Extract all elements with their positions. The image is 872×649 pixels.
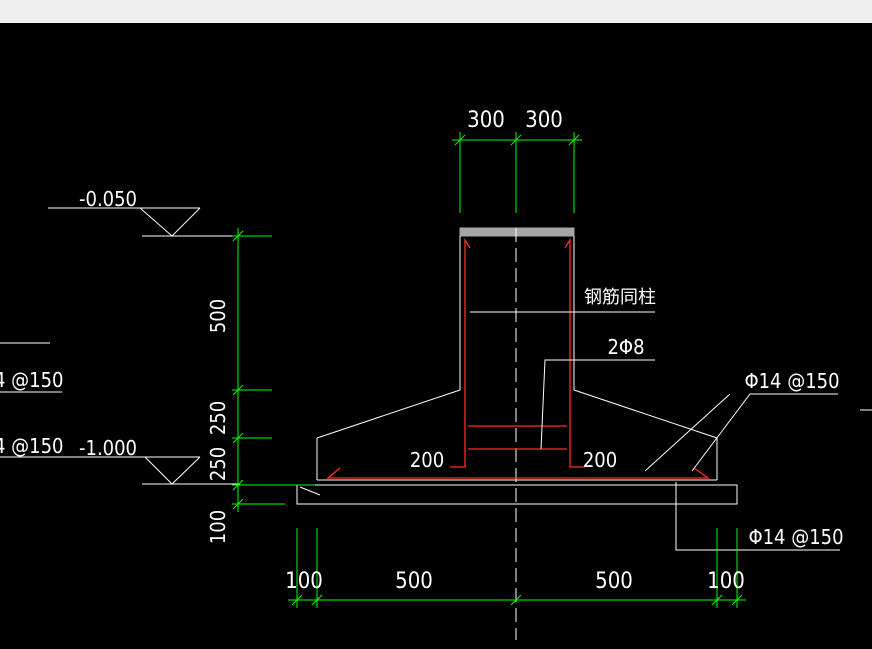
dim-top-right: 300	[525, 108, 563, 133]
cad-drawing-canvas[interactable]: 300 300 500 250 250 100 100 500 500 100 …	[0, 23, 872, 649]
dim-left-250-lower: 250	[206, 447, 230, 481]
elevation-marker-top	[48, 207, 240, 237]
bottom-bars-label-upper: Φ14 @150	[744, 369, 839, 393]
rebar-cage	[326, 237, 711, 479]
cover-right-200: 200	[583, 448, 617, 472]
dim-top-left: 300	[467, 108, 505, 133]
dim-left-100: 100	[206, 510, 230, 544]
dim-bottom-500-right: 500	[595, 569, 633, 594]
leader-lines	[0, 311, 872, 551]
dim-bottom-100-left: 100	[285, 569, 323, 594]
dimension-text-bottom: 100 500 500 100	[285, 569, 745, 594]
rebar-same-column-label: 钢筋同柱	[584, 287, 656, 308]
elevation-bottom-label: -1.000	[79, 436, 137, 460]
annotation-labels: -0.050 -1.000 钢筋同柱 2Φ8 Φ14 @150 Φ14 @150…	[0, 187, 844, 549]
dim-bottom-100-right: 100	[707, 569, 745, 594]
elevation-marker-bottom	[62, 456, 240, 485]
dim-left-500: 500	[206, 299, 230, 333]
window-titlebar	[0, 0, 872, 23]
foundation-outline	[296, 227, 738, 505]
edge-rebar-label-lower: 4 @150	[0, 434, 64, 458]
dimension-text-left: 500 250 250 100	[206, 299, 230, 544]
dimension-lines	[232, 132, 746, 608]
elevation-top-label: -0.050	[79, 187, 137, 211]
cover-left-200: 200	[410, 448, 444, 472]
dimension-text-top: 300 300	[467, 108, 563, 133]
bottom-bars-label-lower: Φ14 @150	[748, 525, 843, 549]
edge-rebar-label-upper: 4 @150	[0, 368, 64, 392]
stirrup-label: 2Φ8	[607, 335, 644, 359]
dim-left-250-upper: 250	[206, 401, 230, 435]
dim-bottom-500-left: 500	[395, 569, 433, 594]
